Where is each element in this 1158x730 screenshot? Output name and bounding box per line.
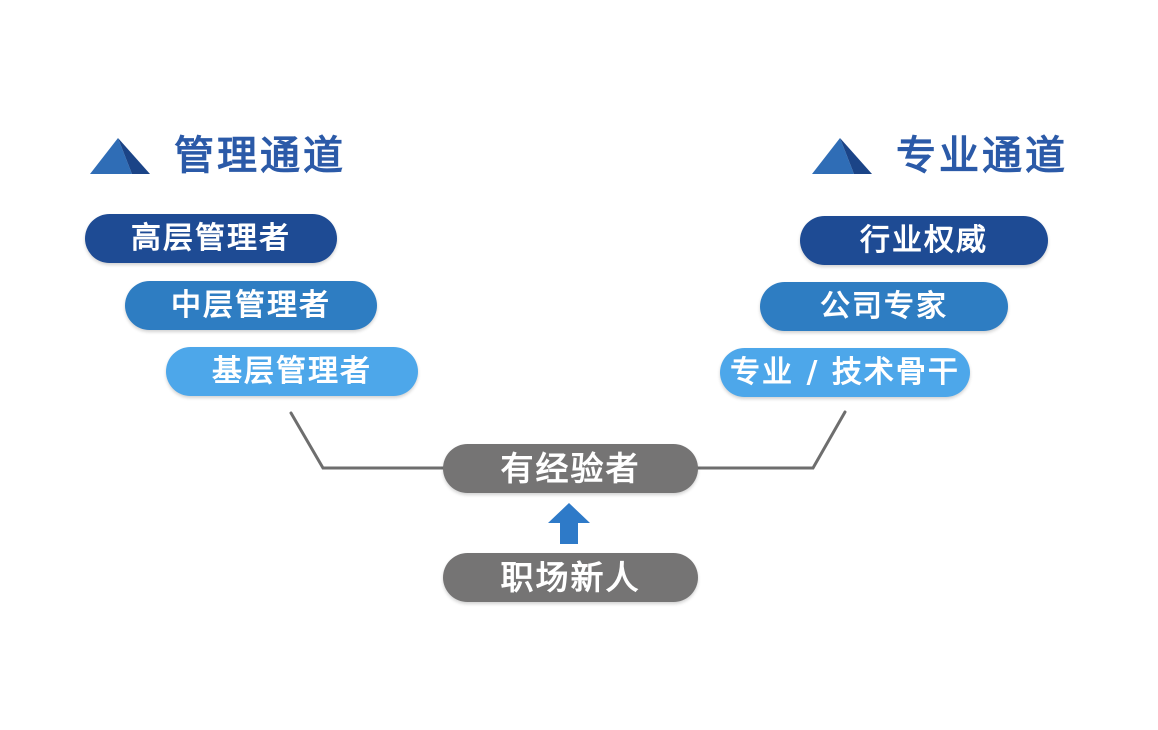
pill-newcomer: 职场新人 (443, 553, 698, 602)
pill-senior-manager: 高层管理者 (85, 214, 337, 263)
up-arrow-icon (548, 503, 590, 544)
pill-experienced: 有经验者 (443, 444, 698, 493)
management-channel-header: 管理通道 (88, 130, 346, 182)
pill-technical-backbone: 专业 / 技术骨干 (720, 348, 970, 397)
pill-base-manager: 基层管理者 (166, 347, 418, 396)
professional-channel-header: 专业通道 (810, 130, 1068, 182)
management-channel-title: 管理通道 (174, 133, 346, 179)
pyramid-icon (812, 138, 872, 174)
pill-company-expert: 公司专家 (760, 282, 1008, 331)
professional-channel-title: 专业通道 (896, 133, 1068, 179)
pill-industry-authority: 行业权威 (800, 216, 1048, 265)
pyramid-icon (90, 138, 150, 174)
pill-middle-manager: 中层管理者 (125, 281, 377, 330)
